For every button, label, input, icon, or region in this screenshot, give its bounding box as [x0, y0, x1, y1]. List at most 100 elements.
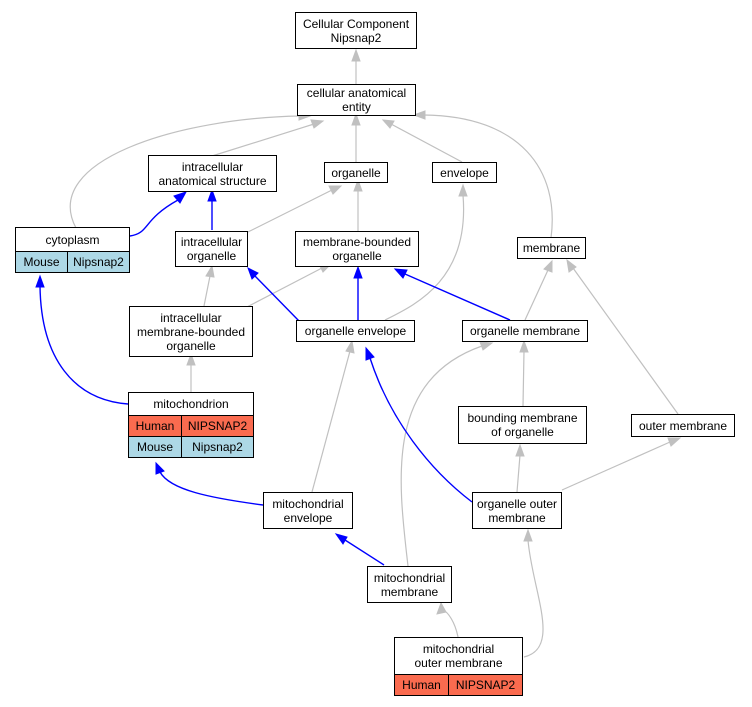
isa-arrowhead — [205, 264, 215, 278]
gene-cell: Nipsnap2 — [181, 437, 253, 457]
partof-arrowhead — [155, 461, 165, 475]
gene-cell: NIPSNAP2 — [448, 675, 522, 695]
node-label: organelle — [331, 165, 381, 180]
isa-arrowhead — [328, 185, 343, 195]
isa-arrowhead — [667, 437, 682, 447]
node-organelle-membrane[interactable]: organelle membrane — [462, 320, 588, 342]
node-label: entity — [342, 100, 371, 114]
species-cell: Mouse — [129, 437, 181, 457]
isa-edge — [522, 350, 525, 407]
node-label: Cellular Component — [302, 16, 410, 31]
node-label: mitochondrial — [272, 496, 344, 511]
partof-arrowhead — [334, 533, 348, 545]
partof-edge — [39, 285, 129, 405]
partof-arrowhead — [173, 191, 188, 204]
node-label: outer membrane — [638, 418, 728, 433]
partof-arrowhead — [247, 266, 259, 280]
isa-edge — [390, 123, 463, 163]
partof-edge — [404, 273, 511, 321]
isa-arrowhead — [381, 119, 395, 129]
partof-edge — [254, 275, 301, 323]
partof-edge — [369, 357, 473, 503]
node-cytoplasm[interactable]: cytoplasm Mouse Nipsnap2 — [15, 227, 130, 273]
isa-arrowhead — [458, 183, 468, 197]
isa-edge — [572, 267, 679, 415]
species-cell: Mouse — [16, 252, 67, 272]
node-label: mitochondrial — [373, 570, 446, 585]
node-label: membrane — [488, 510, 546, 525]
isa-edge — [423, 114, 553, 239]
node-label: outer membrane — [414, 656, 503, 670]
node-label: mitochondrial — [422, 642, 495, 656]
isa-arrowhead — [351, 48, 361, 62]
partof-arrowhead — [353, 265, 363, 279]
isa-edge — [69, 115, 301, 229]
isa-arrowhead — [523, 528, 533, 542]
node-mitochondrion[interactable]: mitochondrion Human NIPSNAP2 Mouse Nipsn… — [128, 392, 254, 458]
isa-edge — [561, 441, 671, 491]
isa-edge — [311, 350, 351, 493]
node-label: cytoplasm — [45, 232, 100, 247]
isa-edge — [524, 269, 549, 321]
node-label: of organelle — [491, 425, 554, 439]
gene-cell: NIPSNAP2 — [181, 416, 253, 436]
isa-edge — [442, 609, 459, 638]
isa-edge — [384, 194, 465, 321]
node-label: mitochondrion — [153, 397, 229, 411]
node-outer-membrane[interactable]: outer membrane — [631, 414, 735, 437]
node-label: membrane — [380, 584, 439, 599]
node-label: organelle outer — [476, 496, 558, 511]
node-label: membrane-bounded — [136, 324, 246, 339]
isa-arrowhead — [412, 110, 426, 120]
node-label: intracellular — [181, 159, 244, 174]
isa-edge — [203, 275, 211, 307]
node-label: membrane-bounded — [302, 235, 412, 249]
isa-arrowhead — [519, 339, 529, 353]
node-label: cellular anatomical — [306, 86, 407, 100]
node-label: membrane — [522, 241, 581, 255]
node-label: Nipsnap2 — [330, 30, 382, 45]
isa-edge — [516, 454, 521, 493]
gene-cell: Nipsnap2 — [67, 252, 129, 272]
node-label: organelle — [166, 338, 216, 353]
node-label: envelope — [440, 165, 489, 180]
node-label: organelle — [186, 249, 237, 263]
partof-edge — [159, 471, 264, 506]
isa-arrowhead — [351, 112, 361, 126]
partof-arrowhead — [393, 268, 408, 279]
node-label: anatomical structure — [158, 173, 267, 188]
isa-arrowhead — [345, 339, 355, 354]
isa-arrowhead — [310, 119, 325, 129]
node-label: organelle envelope — [304, 324, 407, 338]
node-organelle[interactable]: organelle — [324, 162, 388, 183]
node-label: intracellular — [160, 310, 222, 325]
isa-arrowhead — [479, 341, 494, 351]
species-cell: Human — [395, 675, 448, 695]
node-label: organelle — [332, 249, 382, 263]
isa-edge — [211, 123, 315, 157]
node-envelope[interactable]: envelope — [432, 162, 497, 183]
isa-edge — [523, 539, 544, 658]
isa-arrowhead — [186, 352, 196, 366]
isa-arrowhead — [543, 259, 553, 273]
node-label: bounding membrane — [467, 411, 578, 425]
partof-arrowhead — [365, 346, 375, 361]
isa-arrowhead — [353, 178, 363, 192]
node-membrane[interactable]: membrane — [517, 237, 586, 259]
node-organelle-envelope[interactable]: organelle envelope — [296, 320, 415, 342]
partof-arrowhead — [207, 188, 217, 202]
partof-edge — [344, 539, 385, 566]
isa-arrowhead — [436, 601, 447, 615]
partof-edge — [129, 199, 179, 237]
